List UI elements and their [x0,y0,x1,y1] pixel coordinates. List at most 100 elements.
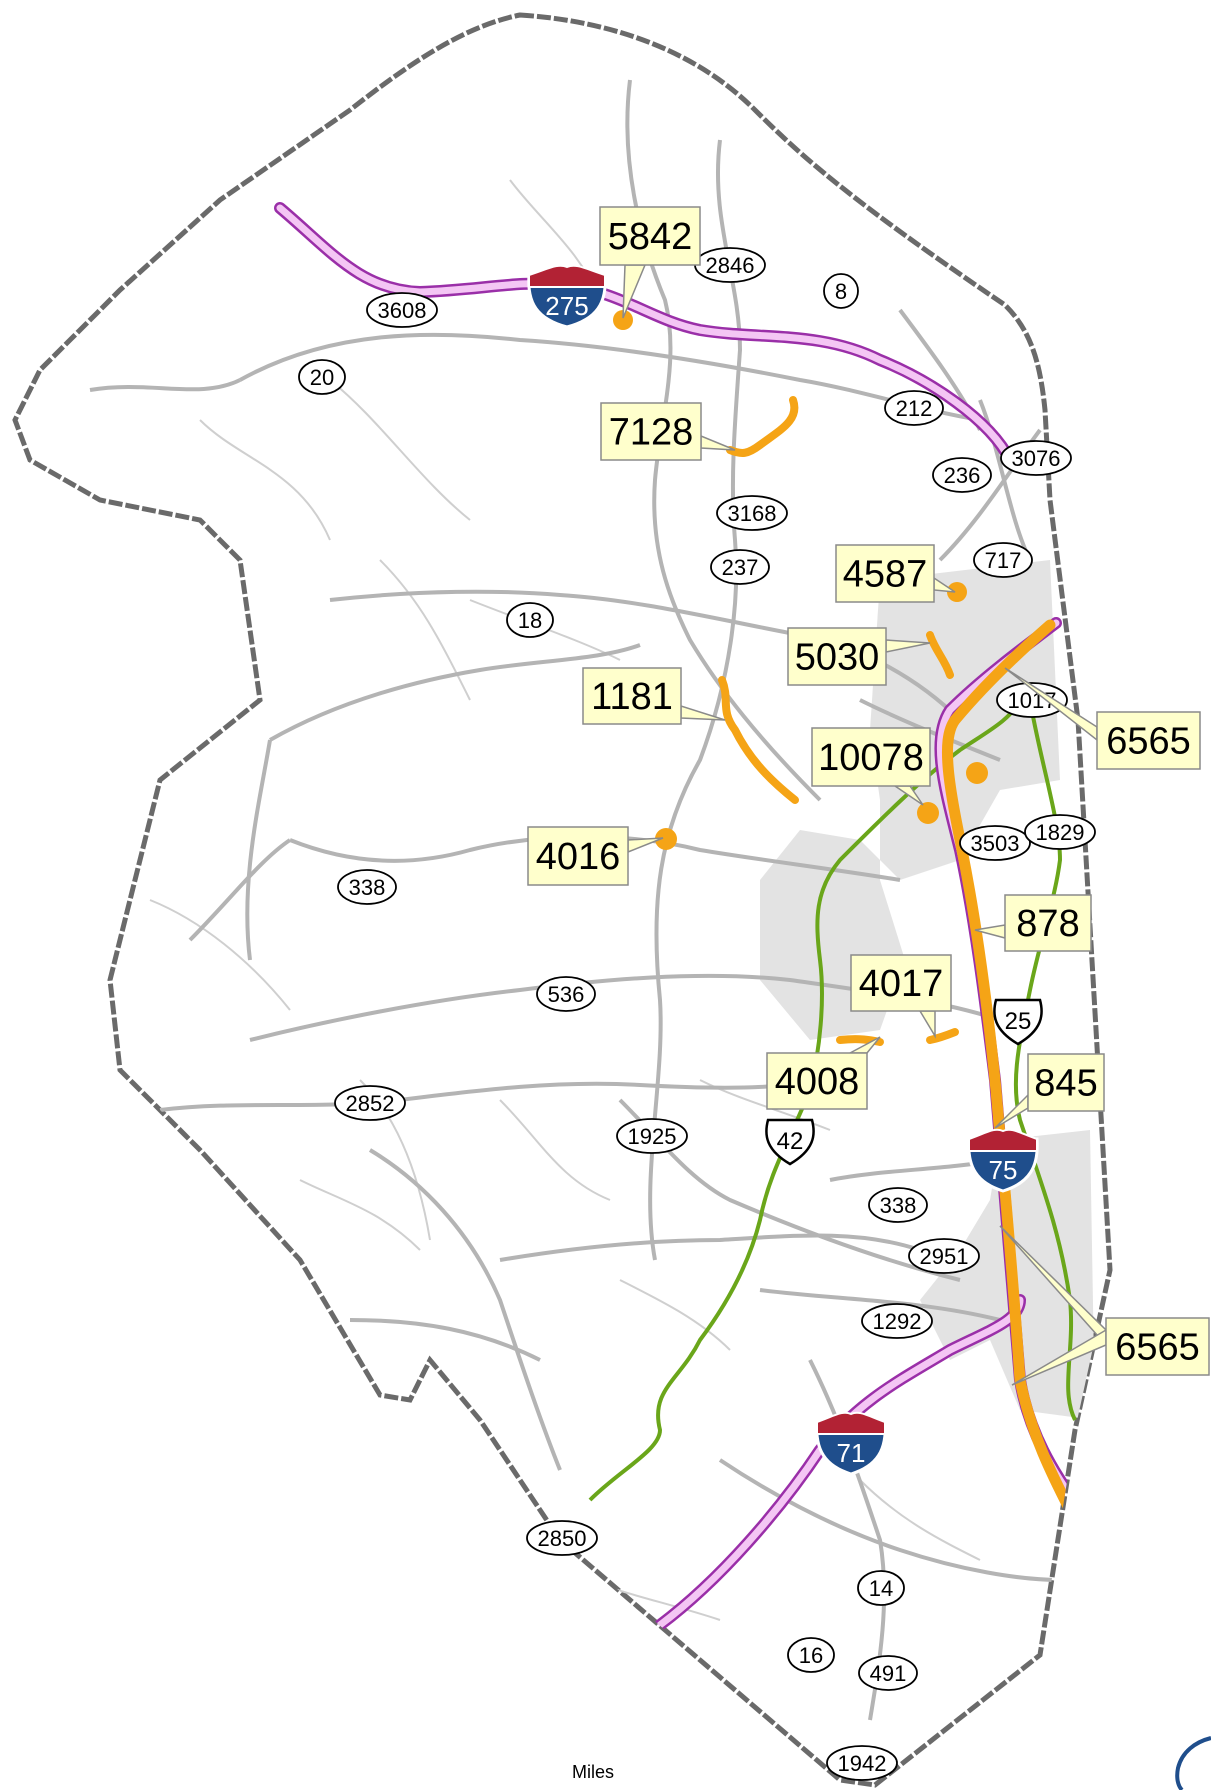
interstate-shield-75: 75 [967,1128,1039,1193]
route-oval [932,457,992,493]
route-oval [526,1520,598,1556]
route-number: 2846 [706,253,755,278]
us-shield-shape [765,1118,815,1166]
traffic-count-845: 845 [994,1053,1105,1129]
route-number: 536 [548,982,585,1007]
route-label-1942: 1942 [826,1745,898,1781]
interstate-number: 71 [837,1438,866,1468]
traffic-count-value: 4587 [843,554,928,596]
callout-box [1004,894,1092,952]
traffic-count-value: 1181 [591,676,673,718]
scale-label: Miles [572,1762,615,1782]
route-label-18: 18 [506,602,554,638]
route-number: 8 [835,279,847,304]
callout-box [1096,711,1201,770]
us-shield-number: 42 [777,1128,804,1155]
route-number: 2951 [920,1244,969,1269]
traffic-count-7128: 7128 [600,402,736,461]
traffic-count-value: 7128 [609,412,694,454]
traffic-count-6565: 6565 [999,1225,1210,1386]
route-number: 20 [310,365,334,390]
route-number: 338 [349,875,386,900]
route-label-3076: 3076 [1000,440,1072,476]
callout-box [600,402,702,461]
route-number: 212 [896,396,933,421]
route-oval [959,825,1031,861]
route-oval [616,1118,688,1154]
route-number: 3608 [378,298,427,323]
route-number: 717 [985,548,1022,573]
interstate-shield-top [816,1411,886,1435]
route-number: 3168 [728,501,777,526]
callout-box [811,727,931,787]
logo-fragment [1175,1736,1211,1790]
route-number: 2852 [346,1091,395,1116]
traffic-count-value: 845 [1034,1063,1097,1105]
callout-box [787,627,887,686]
interstate-number: 75 [989,1155,1018,1185]
interstate-number: 275 [545,291,588,321]
route-number: 1829 [1036,820,1085,845]
route-label-2850: 2850 [526,1520,598,1556]
route-number: 1925 [628,1124,677,1149]
route-number: 16 [799,1643,823,1668]
route-number: 236 [944,463,981,488]
traffic-count-value: 878 [1016,903,1079,945]
traffic-count-value: 4017 [859,963,944,1005]
route-label-536: 536 [536,976,596,1012]
callout-box [1027,1053,1105,1112]
route-label-2852: 2852 [334,1085,406,1121]
route-number: 2850 [538,1526,587,1551]
traffic-count-value: 6565 [1106,721,1191,763]
route-label-2951: 2951 [908,1238,980,1274]
county-boundary [12,12,1113,1788]
traffic-count-value: 4016 [536,836,621,878]
traffic-count-value: 5030 [795,637,880,679]
route-oval [716,495,788,531]
traffic-count-6565: 6565 [1004,667,1201,770]
interstate-shield-71: 71 [815,1411,887,1476]
route-oval [884,390,944,426]
route-number: 1942 [838,1751,887,1776]
route-number: 18 [518,608,542,633]
route-number: 3503 [971,831,1020,856]
route-label-3503: 3503 [959,825,1031,861]
route-label-3608: 3608 [366,292,438,328]
route-label-212: 212 [884,390,944,426]
callout-box [766,1052,868,1110]
traffic-count-4016: 4016 [527,826,664,886]
route-oval [908,1238,980,1274]
count-segments [613,310,1081,1526]
traffic-count-10078: 10078 [811,727,931,806]
traffic-count-value: 5842 [608,216,693,258]
traffic-count-878: 878 [974,894,1092,952]
callout-box [850,954,952,1012]
route-label-1292: 1292 [861,1303,933,1339]
us-shield-shape [993,998,1043,1046]
interstate-shield-275: 275 [527,264,607,329]
us-route-shield-42: 42 [765,1118,815,1166]
route-label-16: 16 [787,1637,835,1673]
route-oval [1024,814,1096,850]
route-oval [868,1187,928,1223]
route-label-237: 237 [710,549,770,585]
callout-box [599,206,701,266]
route-label-338: 338 [868,1187,928,1223]
route-oval [823,273,859,309]
route-oval [973,542,1033,578]
traffic-count-4587: 4587 [835,544,956,603]
route-oval [536,976,596,1012]
route-oval [710,549,770,585]
route-number: 3076 [1012,446,1061,471]
callout-box [1105,1317,1210,1376]
route-number: 338 [880,1193,917,1218]
traffic-count-4008: 4008 [766,1036,881,1110]
route-oval [787,1637,835,1673]
route-number: 14 [869,1576,893,1601]
route-oval [337,869,397,905]
route-label-3168: 3168 [716,495,788,531]
interstate-shield-top [968,1128,1038,1152]
